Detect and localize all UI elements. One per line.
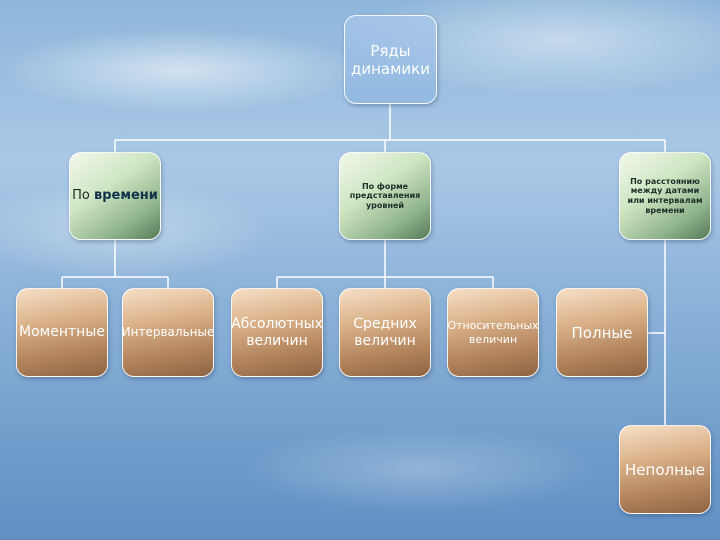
leaf-interval: Интервальные	[122, 288, 214, 377]
leaf-average: Средних величин	[339, 288, 431, 377]
leaf-momentary: Моментные	[16, 288, 108, 377]
leaf-absolute: Абсолютных величин	[231, 288, 323, 377]
leaf-incomplete: Неполные	[619, 425, 711, 514]
root-node: Ряды динамики	[344, 15, 437, 104]
leaf-complete: Полные	[556, 288, 648, 377]
category-by-time-emph: времени	[93, 188, 158, 204]
category-by-time-prefix: По	[72, 188, 94, 204]
category-by-time: По времени	[69, 152, 161, 240]
leaf-relative: Относительных величин	[447, 288, 539, 377]
category-by-time-label: По времени	[72, 188, 158, 204]
category-by-distance: По расстоянию между датами или интервала…	[619, 152, 711, 240]
category-by-form: По форме представления уровней	[339, 152, 431, 240]
